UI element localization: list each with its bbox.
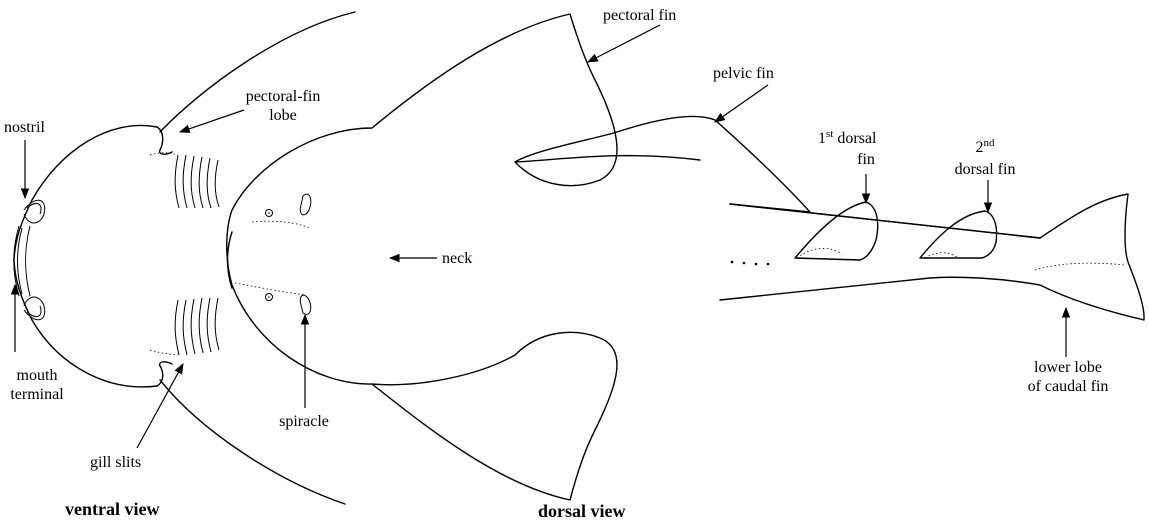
ventral-view-drawing	[14, 12, 355, 504]
eyes-and-spiracles	[235, 194, 311, 314]
labels: nostril pectoral-fin lobe mouth terminal…	[4, 7, 1108, 521]
gill-slits-upper	[150, 153, 219, 208]
dorsal-body-outline	[227, 14, 1040, 500]
label-neck: neck	[442, 250, 472, 267]
label-pectoral-fin-lobe-line1: pectoral-fin	[246, 88, 321, 105]
gill-slits-lower	[150, 298, 219, 355]
ventral-upper-pectoral-fin	[160, 12, 355, 132]
dorsal-trunk	[515, 156, 700, 162]
label-second-dorsal-fin-line2: dorsal fin	[955, 161, 1016, 178]
lateral-line-dots	[731, 261, 770, 266]
label-pelvic-fin: pelvic fin	[713, 65, 774, 82]
ventral-head-outline	[14, 125, 157, 386]
label-nostril: nostril	[4, 119, 45, 136]
dorsal-view-drawing	[227, 14, 1144, 500]
title-ventral-view: ventral view	[65, 499, 159, 519]
label-second-dorsal-fin-line1: 2nd	[976, 137, 996, 156]
label-gill-slits: gill slits	[90, 454, 141, 471]
label-arrows	[15, 25, 1066, 448]
title-dorsal-view: dorsal view	[538, 501, 626, 521]
label-spiracle: spiracle	[279, 413, 329, 430]
label-caudal-fin-line2: of caudal fin	[1028, 378, 1109, 395]
label-pectoral-fin: pectoral fin	[603, 7, 676, 24]
ventral-upper-lobe	[157, 127, 172, 154]
ventral-lower-lobe	[157, 362, 172, 386]
ventral-lower-pectoral-fin	[160, 380, 345, 504]
second-dorsal-fin	[920, 211, 997, 258]
label-mouth-line1: mouth	[17, 367, 58, 384]
label-mouth-line2: terminal	[10, 386, 64, 403]
nostril-and-mouth	[14, 200, 45, 320]
tail-outline	[720, 194, 1144, 320]
label-first-dorsal-fin-line1: 1st dorsal	[818, 128, 877, 147]
label-caudal-fin-line1: lower lobe	[1034, 359, 1102, 376]
label-pectoral-fin-lobe-line2: lobe	[269, 107, 297, 124]
label-first-dorsal-fin-line2: fin	[857, 151, 875, 168]
